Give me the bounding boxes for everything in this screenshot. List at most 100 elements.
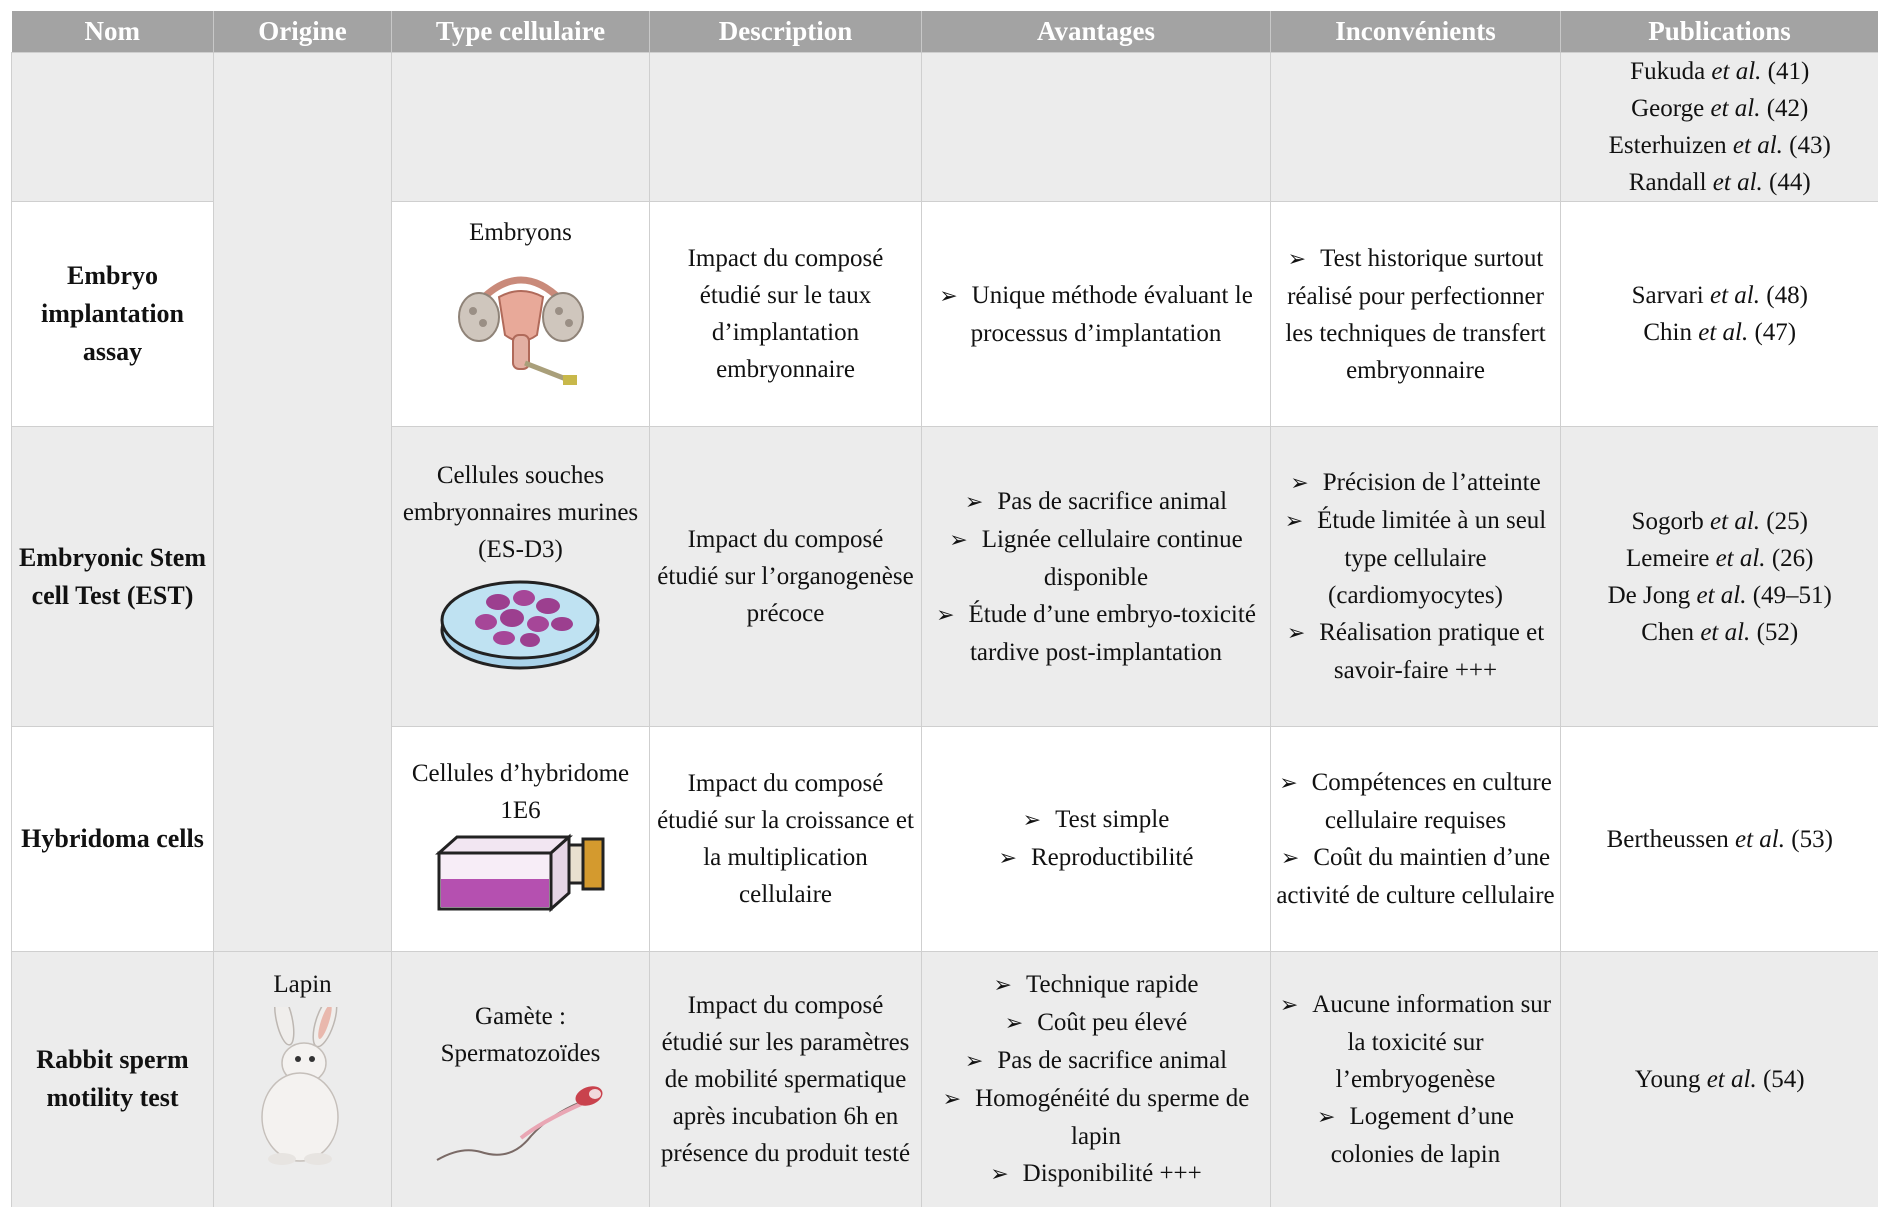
bullet-text: Logement d’une colonies de lapin: [1331, 1103, 1514, 1168]
description-cell: [650, 53, 922, 202]
arrow-bullet-icon: ➢: [965, 490, 983, 515]
disadvantages-cell: ➢Compétences en culture cellulaire requi…: [1271, 727, 1561, 952]
bullet-item: ➢ Aucune information sur la toxicité sur …: [1275, 986, 1556, 1098]
publication-entry: Young et al. (54): [1565, 1061, 1875, 1098]
description-cell: Impact du composé étudié sur l’organogen…: [650, 427, 922, 727]
header-description: Description: [650, 11, 922, 53]
publication-ref: (41): [1761, 58, 1809, 85]
culture-flask-illustration: [433, 833, 608, 913]
cell-type-label: Gamète : Spermatozoïdes: [396, 998, 645, 1072]
publication-etal: et al.: [1696, 582, 1746, 609]
disadvantages-list: ➢ Aucune information sur la toxicité sur …: [1275, 986, 1556, 1173]
table-row: Fukuda et al. (41)George et al. (42)Este…: [12, 53, 1878, 202]
publication-ref: (49–51): [1746, 582, 1831, 609]
advantages-cell: [922, 53, 1271, 202]
bullet-item: ➢ Reproductibilité: [926, 839, 1266, 877]
origin-label: Lapin: [218, 966, 387, 1003]
cell-type-label: Cellules souches embryonnaires murines (…: [396, 457, 645, 568]
arrow-bullet-icon: ➢: [965, 1049, 983, 1074]
cell-type-cell: Embryons: [392, 202, 650, 427]
bullet-item: ➢ Disponibilité +++: [926, 1155, 1266, 1193]
publication-author: Bertheussen: [1607, 826, 1735, 853]
cell-type-label: Embryons: [396, 214, 645, 251]
publication-etal: et al.: [1716, 545, 1766, 572]
advantages-list: ➢Pas de sacrifice animal➢Lignée cellulai…: [926, 483, 1266, 671]
arrow-bullet-icon: ➢: [1280, 993, 1298, 1018]
header-origine: Origine: [214, 11, 392, 53]
bullet-item: ➢ Pas de sacrifice animal: [926, 1042, 1266, 1080]
bullet-text: Test historique surtout réalisé pour per…: [1285, 245, 1545, 384]
publication-etal: et al.: [1710, 282, 1760, 309]
table-row: Rabbit sperm motility test Lapin Gamète …: [12, 952, 1878, 1207]
header-row: Nom Origine Type cellulaire Description …: [12, 11, 1878, 53]
publication-ref: (42): [1760, 95, 1808, 122]
header-avantages: Avantages: [922, 11, 1271, 53]
publication-etal: et al.: [1710, 508, 1760, 535]
method-name: Embryonic Stem cell Test (EST): [12, 427, 214, 727]
bullet-text: Test simple: [1055, 806, 1169, 833]
advantages-list: ➢ Unique méthode évaluant le processus d’…: [926, 277, 1266, 352]
publication-author: Sarvari: [1632, 282, 1710, 309]
bullet-item: ➢Pas de sacrifice animal: [926, 483, 1266, 521]
publication-entry: De Jong et al. (49–51): [1565, 577, 1875, 614]
arrow-bullet-icon: ➢: [1005, 1011, 1023, 1036]
advantages-cell: ➢Technique rapide➢Coût peu élevé➢Pas de …: [922, 952, 1271, 1207]
bullet-item: ➢Technique rapide: [926, 966, 1266, 1004]
publication-entry: Chen et al. (52): [1565, 614, 1875, 651]
comparison-table: Nom Origine Type cellulaire Description …: [11, 11, 1878, 1207]
publication-etal: et al.: [1698, 319, 1748, 346]
bullet-item: ➢Logement d’une colonies de lapin: [1275, 1098, 1556, 1173]
bullet-text: Pas de sacrifice animal: [997, 1047, 1227, 1074]
bullet-text: Compétences en culture cellulaire requis…: [1312, 769, 1552, 834]
publication-etal: et al.: [1713, 169, 1763, 196]
publication-entry: Sarvari et al. (48): [1565, 277, 1875, 314]
bullet-text: Unique méthode évaluant le processus d’i…: [971, 282, 1253, 347]
header-inconvenients: Inconvénients: [1271, 11, 1561, 53]
arrow-bullet-icon: ➢: [1287, 621, 1305, 646]
advantages-cell: ➢Pas de sacrifice animal➢Lignée cellulai…: [922, 427, 1271, 727]
publications-cell: Fukuda et al. (41)George et al. (42)Este…: [1561, 53, 1878, 202]
bullet-item: ➢Étude limitée à un seul type cellulaire…: [1275, 502, 1556, 614]
origin-cell: Lapin: [214, 952, 392, 1207]
rabbit-illustration: [248, 1007, 358, 1167]
publication-etal: et al.: [1707, 1066, 1757, 1093]
publication-author: Lemeire: [1626, 545, 1716, 572]
bullet-item: ➢Réalisation pratique et savoir-faire ++…: [1275, 614, 1556, 689]
bullet-text: Disponibilité +++: [1023, 1160, 1202, 1187]
header-type-cellulaire: Type cellulaire: [392, 11, 650, 53]
cell-type-cell: Cellules d’hybridome 1E6: [392, 727, 650, 952]
publication-entry: Sogorb et al. (25): [1565, 503, 1875, 540]
publication-author: Esterhuizen: [1609, 132, 1733, 159]
arrow-bullet-icon: ➢: [1317, 1105, 1335, 1130]
publication-ref: (53): [1785, 826, 1833, 853]
petri-dish-illustration: [438, 572, 603, 672]
publication-author: Fukuda: [1630, 58, 1711, 85]
bullet-text: Aucune information sur la toxicité sur l…: [1312, 991, 1551, 1093]
cell-type-label: Cellules d’hybridome 1E6: [396, 755, 645, 829]
arrow-bullet-icon: ➢: [990, 1162, 1008, 1187]
cell-type-cell: Gamète : Spermatozoïdes: [392, 952, 650, 1207]
arrow-bullet-icon: ➢: [939, 284, 957, 309]
bullet-text: Étude d’une embryo-toxicité tardive post…: [969, 601, 1256, 666]
bullet-text: Reproductibilité: [1031, 844, 1193, 871]
arrow-bullet-icon: ➢: [1290, 471, 1308, 496]
publication-etal: et al.: [1735, 826, 1785, 853]
advantages-list: ➢Test simple ➢ Reproductibilité: [926, 801, 1266, 877]
bullet-text: Coût du maintien d’une activité de cultu…: [1276, 844, 1554, 909]
publication-entry: Lemeire et al. (26): [1565, 540, 1875, 577]
arrow-bullet-icon: ➢: [936, 603, 954, 628]
publication-author: George: [1631, 95, 1710, 122]
publications-cell: Young et al. (54): [1561, 952, 1878, 1207]
publication-author: Chin: [1643, 319, 1698, 346]
publication-ref: (47): [1748, 319, 1796, 346]
publication-ref: (44): [1763, 169, 1811, 196]
header-publications: Publications: [1561, 11, 1878, 53]
bullet-item: ➢Test simple: [926, 801, 1266, 839]
bullet-item: ➢Lignée cellulaire continue disponible: [926, 521, 1266, 596]
arrow-bullet-icon: ➢: [994, 973, 1012, 998]
disadvantages-cell: [1271, 53, 1561, 202]
publication-author: De Jong: [1608, 582, 1697, 609]
arrow-bullet-icon: ➢: [999, 846, 1017, 871]
publication-ref: (48): [1760, 282, 1808, 309]
description-cell: Impact du composé étudié sur la croissan…: [650, 727, 922, 952]
